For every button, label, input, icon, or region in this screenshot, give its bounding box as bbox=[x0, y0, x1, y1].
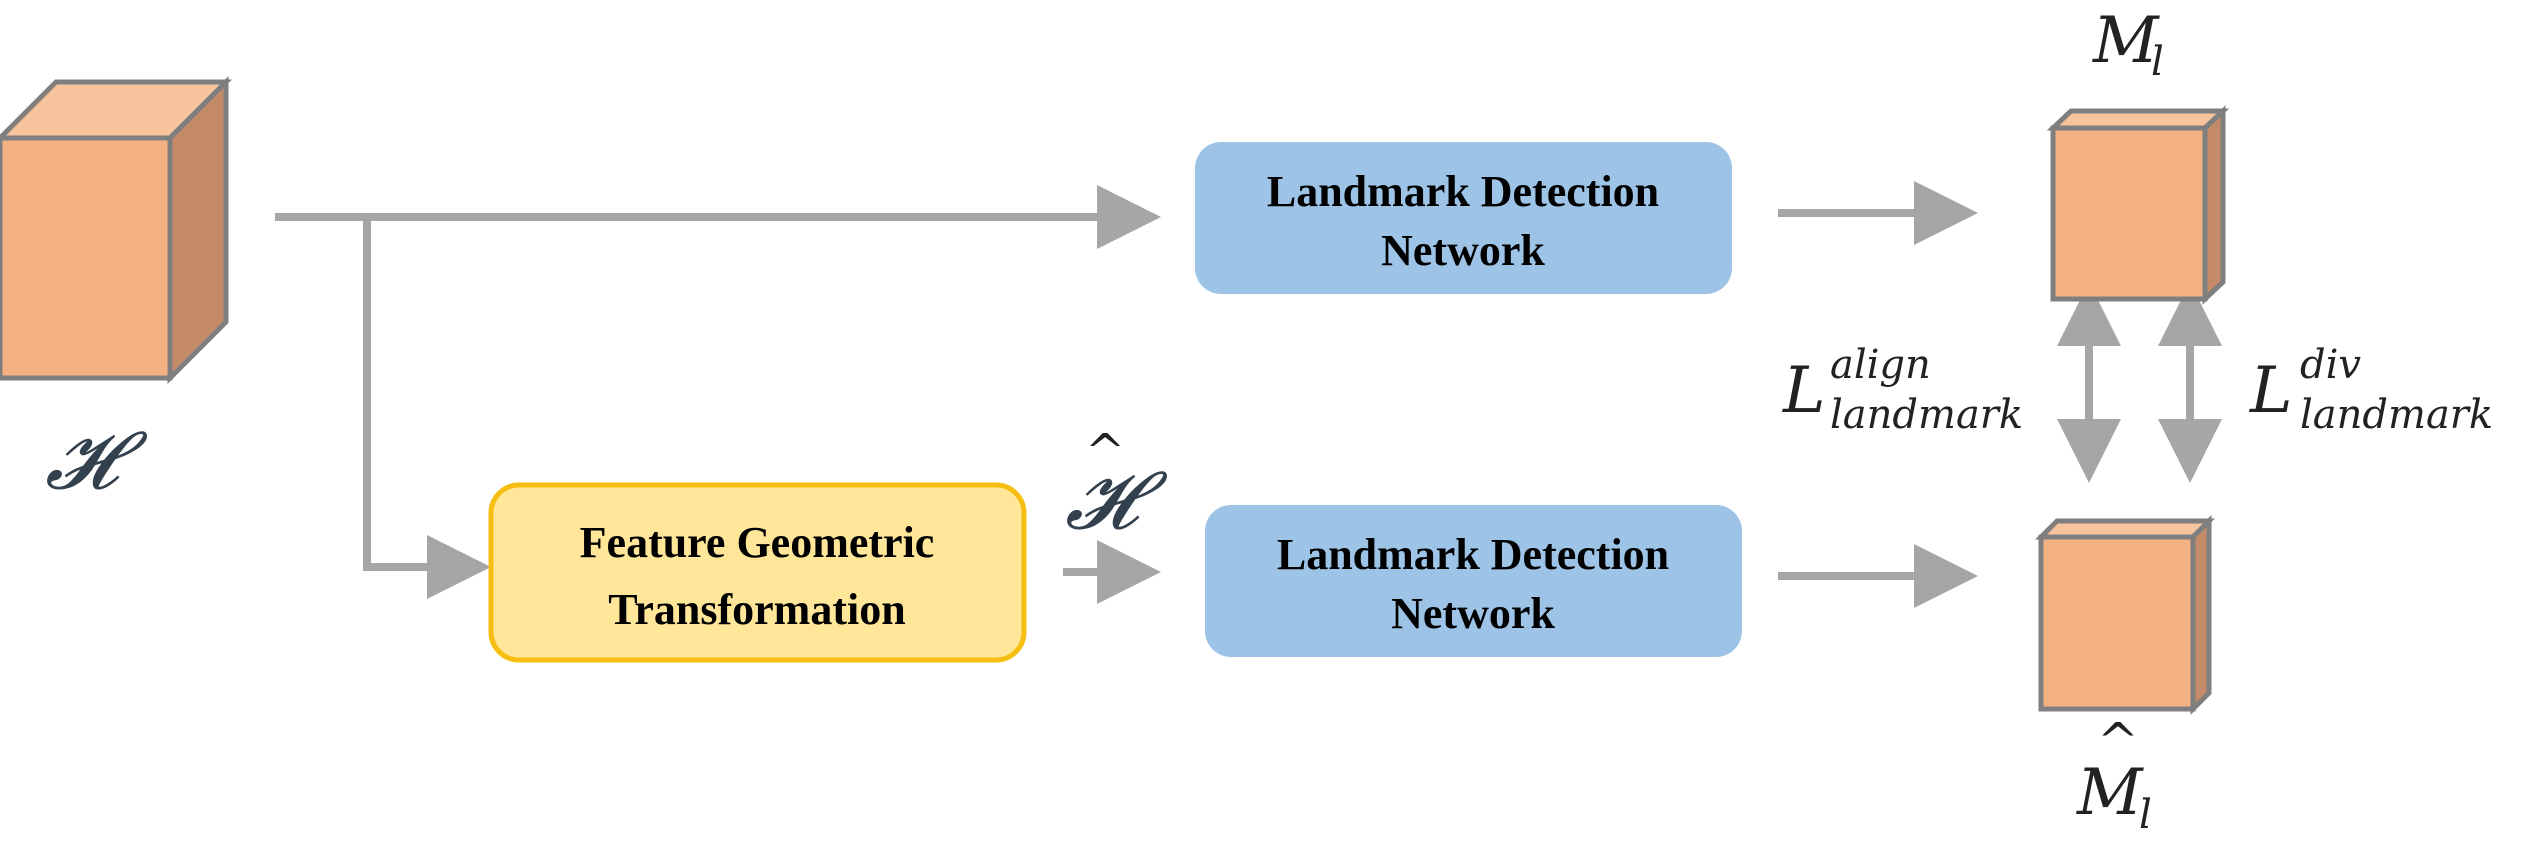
align-loss-sub: landmark bbox=[1830, 392, 2023, 438]
div-loss-label: L div landmark bbox=[2249, 342, 2493, 438]
align-loss-label: L align landmark bbox=[1782, 342, 2023, 438]
output-bottom-main: M bbox=[2076, 756, 2144, 830]
output-top-main: M bbox=[2092, 4, 2160, 78]
transformed-tensor-hat: ^ bbox=[1085, 424, 1125, 480]
ldn-bottom-line2: Network bbox=[1391, 589, 1555, 638]
output-top-sub: l bbox=[2151, 39, 2164, 85]
output-bottom-sub: l bbox=[2139, 792, 2152, 838]
output-top-label: M l bbox=[2092, 4, 2164, 85]
transform-label-line2: Transformation bbox=[608, 585, 905, 634]
ldn-top-line2: Network bbox=[1381, 226, 1545, 275]
div-loss-main: L bbox=[2249, 354, 2293, 428]
div-loss-sub: landmark bbox=[2300, 392, 2493, 438]
landmark-detection-network-top: Landmark Detection Network bbox=[1195, 142, 1732, 294]
landmark-detection-network-bottom: Landmark Detection Network bbox=[1205, 505, 1742, 657]
input-tensor-label: 𝓗 bbox=[45, 414, 148, 507]
output-landmark-cube-bottom bbox=[2034, 514, 2216, 716]
align-loss-sup: align bbox=[1830, 342, 1931, 388]
transformed-tensor-label: 𝓗 ^ bbox=[1065, 424, 1168, 547]
input-feature-cube bbox=[0, 75, 233, 385]
transform-label-line1: Feature Geometric bbox=[580, 518, 935, 567]
align-loss-main: L bbox=[1782, 354, 1826, 428]
output-bottom-label: M l ^ bbox=[2076, 712, 2152, 838]
ldn-top-line1: Landmark Detection bbox=[1267, 167, 1659, 216]
output-bottom-hat: ^ bbox=[2097, 712, 2139, 770]
div-loss-sup: div bbox=[2300, 342, 2361, 388]
connectors bbox=[275, 181, 2222, 608]
ldn-bottom-line1: Landmark Detection bbox=[1277, 530, 1669, 579]
feature-geometric-transformation-box: Feature Geometric Transformation bbox=[488, 482, 1027, 663]
output-landmark-cube-top bbox=[2046, 105, 2230, 305]
